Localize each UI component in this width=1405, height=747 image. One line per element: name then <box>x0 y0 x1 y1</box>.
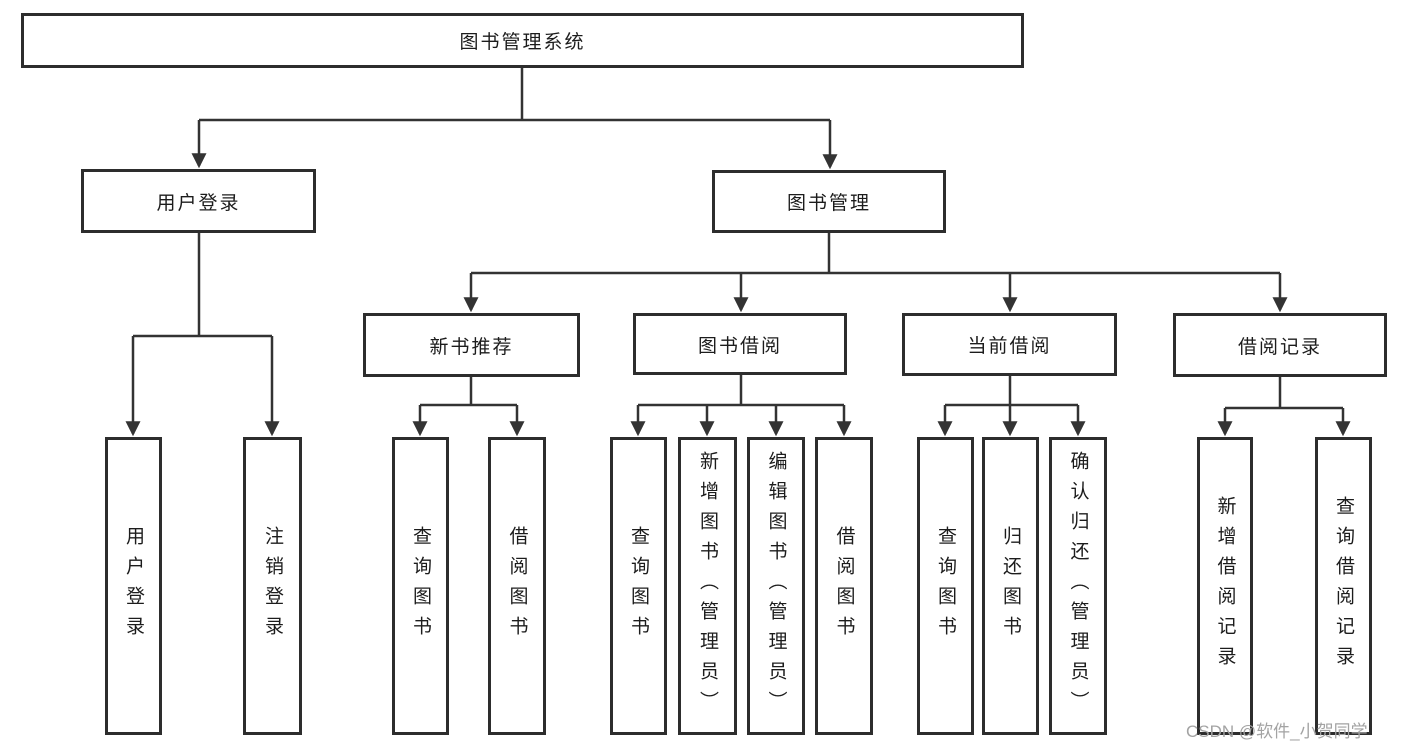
node-book-management-label: 图书管理 <box>786 193 871 214</box>
leaf-edit-books-admin: 编辑图书（管理员） <box>747 437 805 735</box>
leaf-return-books-label: 归还图书 <box>1000 526 1021 646</box>
node-root-label: 图书管理系统 <box>459 32 586 53</box>
node-new-book-recommend-label: 新书推荐 <box>429 336 514 358</box>
leaf-user-login: 用户登录 <box>105 437 162 735</box>
leaf-query-books-current-label: 查询图书 <box>935 526 956 646</box>
node-book-management: 图书管理 <box>712 170 946 233</box>
leaf-add-borrow-record-label: 新增借阅记录 <box>1214 496 1236 676</box>
node-book-borrowing: 图书借阅 <box>633 313 847 375</box>
leaf-confirm-return-admin-label: 确认归还（管理员） <box>1067 451 1089 721</box>
leaf-query-books-borrowing-label: 查询图书 <box>628 526 649 646</box>
leaf-query-borrow-record-label: 查询借阅记录 <box>1333 496 1354 676</box>
leaf-borrow-books-label: 借阅图书 <box>833 526 855 646</box>
leaf-borrow-books: 借阅图书 <box>815 437 873 735</box>
leaf-add-borrow-record: 新增借阅记录 <box>1197 437 1253 735</box>
leaf-query-books-recommend: 查询图书 <box>392 437 449 735</box>
leaf-query-books-current: 查询图书 <box>917 437 974 735</box>
node-root-library-system: 图书管理系统 <box>21 13 1024 68</box>
leaf-add-books-admin: 新增图书（管理员） <box>678 437 737 735</box>
leaf-confirm-return-admin: 确认归还（管理员） <box>1049 437 1107 735</box>
node-user-login: 用户登录 <box>81 169 316 233</box>
leaf-user-login-label: 用户登录 <box>123 526 144 646</box>
node-current-borrowing-label: 当前借阅 <box>967 336 1052 357</box>
node-user-login-label: 用户登录 <box>156 192 241 214</box>
leaf-query-borrow-record: 查询借阅记录 <box>1315 437 1372 735</box>
leaf-add-books-admin-label: 新增图书（管理员） <box>697 451 718 721</box>
leaf-query-books-borrowing: 查询图书 <box>610 437 667 735</box>
node-borrowing-records: 借阅记录 <box>1173 313 1387 377</box>
node-book-borrowing-label: 图书借阅 <box>697 335 782 357</box>
node-current-borrowing: 当前借阅 <box>902 313 1117 376</box>
leaf-logout-label: 注销登录 <box>262 526 283 646</box>
node-borrowing-records-label: 借阅记录 <box>1237 336 1322 358</box>
leaf-edit-books-admin-label: 编辑图书（管理员） <box>765 451 787 721</box>
leaf-return-books: 归还图书 <box>982 437 1039 735</box>
watermark: CSDN @软件_小贺同学 <box>1186 722 1368 741</box>
leaf-borrow-books-recommend-label: 借阅图书 <box>506 526 528 646</box>
leaf-logout: 注销登录 <box>243 437 302 735</box>
node-new-book-recommend: 新书推荐 <box>363 313 580 377</box>
leaf-borrow-books-recommend: 借阅图书 <box>488 437 546 735</box>
leaf-query-books-recommend-label: 查询图书 <box>410 526 431 646</box>
